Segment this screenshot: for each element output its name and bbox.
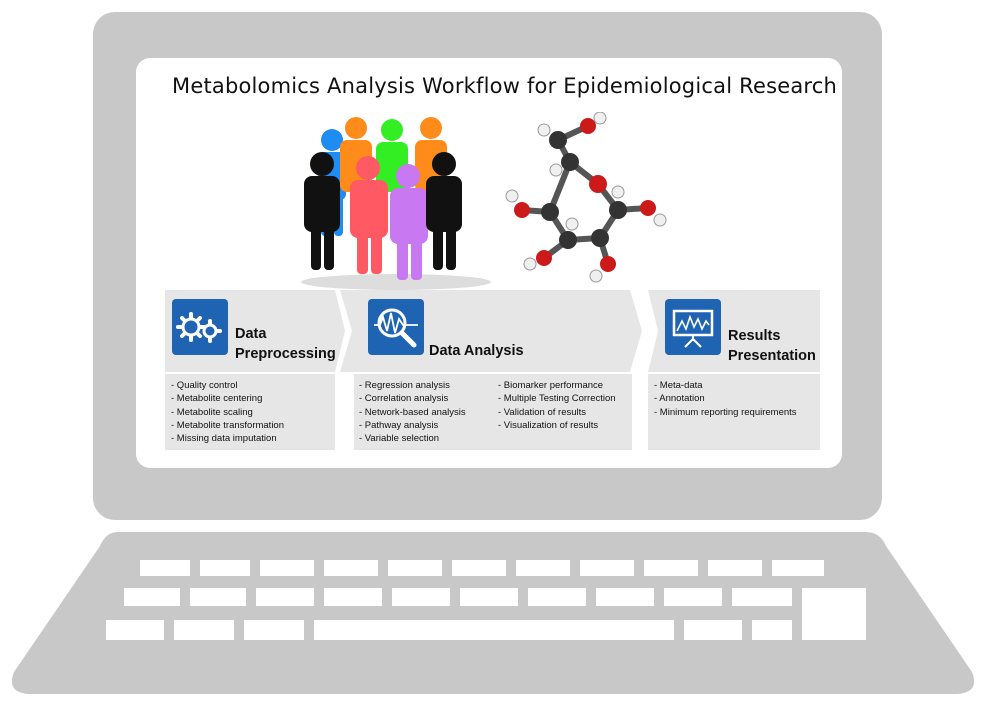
molecule-illustration	[505, 112, 667, 283]
list-item: - Variable selection	[359, 433, 440, 445]
list-item: - Meta-data	[654, 380, 703, 391]
person-red	[350, 156, 388, 274]
person-purple	[390, 164, 428, 280]
person-black-1	[304, 152, 340, 270]
presentation-board-icon	[665, 299, 721, 355]
step-data-preprocessing-items: - Quality control - Metabolite centering…	[165, 372, 335, 450]
list-item: - Minimum reporting requirements	[654, 406, 797, 418]
ground-shadow	[301, 274, 491, 290]
list-item: - Biomarker performance	[498, 380, 604, 391]
list-item: - Network-based analysis	[359, 406, 466, 418]
step-data-analysis-header: Data Analysis	[340, 290, 642, 372]
list-item: - Missing data imputation	[171, 433, 277, 445]
list-item: - Metabolite transformation	[171, 419, 284, 431]
list-item: - Metabolite scaling	[171, 406, 253, 418]
list-item: - Metabolite centering	[171, 393, 263, 405]
list-item: - Correlation analysis	[359, 393, 449, 405]
step-results-presentation-items: - Meta-data - Annotation - Minimum repor…	[648, 372, 820, 450]
list-item: - Annotation	[654, 393, 705, 405]
diagram-title: Metabolomics Analysis Workflow for Epide…	[172, 74, 838, 98]
magnifier-chart-icon	[368, 299, 424, 355]
step-data-analysis-title: Data Analysis	[429, 343, 524, 359]
gears-icon	[172, 299, 228, 355]
list-item: - Pathway analysis	[359, 419, 439, 431]
list-item: - Visualization of results	[498, 419, 599, 431]
list-item: - Multiple Testing Correction	[498, 393, 616, 405]
list-item: - Quality control	[171, 380, 238, 391]
keyboard-keys	[106, 560, 866, 640]
list-item: - Regression analysis	[359, 380, 450, 391]
list-item: - Validation of results	[498, 406, 587, 418]
person-black-2	[426, 152, 462, 270]
people-group-illustration	[301, 117, 491, 290]
step-data-analysis-items: - Regression analysis - Correlation anal…	[354, 372, 632, 450]
